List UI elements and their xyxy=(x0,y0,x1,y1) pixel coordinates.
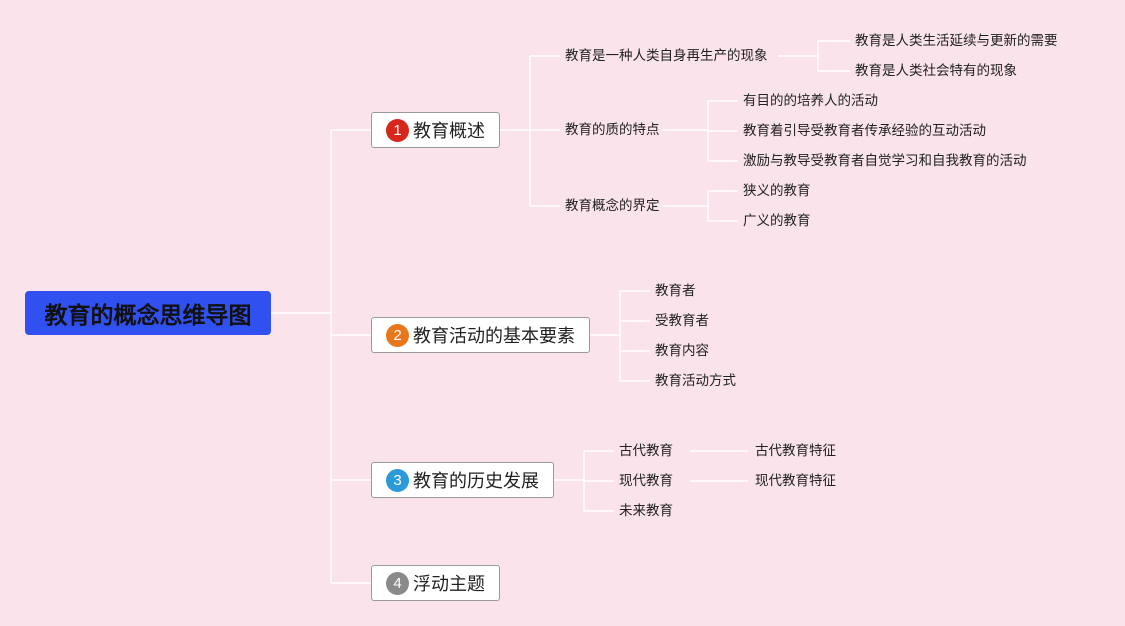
subtopic-3-3[interactable]: 未来教育 xyxy=(619,503,673,519)
subtopic-1-3[interactable]: 教育概念的界定 xyxy=(565,198,660,214)
leaf-1-2-2[interactable]: 教育着引导受教育者传承经验的互动活动 xyxy=(743,123,986,139)
number-badge-4: 4 xyxy=(386,571,409,595)
number-badge-3: 3 xyxy=(386,468,409,492)
leaf-1-2-3[interactable]: 激励与教导受教育者自觉学习和自我教育的活动 xyxy=(743,153,1027,169)
leaf-1-2-1[interactable]: 有目的的培养人的活动 xyxy=(743,93,878,109)
main-topic-3-label: 教育的历史发展 xyxy=(413,471,539,492)
subtopic-1-1[interactable]: 教育是一种人类自身再生产的现象 xyxy=(565,48,768,64)
leaf-3-1-1[interactable]: 古代教育特征 xyxy=(755,443,836,459)
main-topic-1[interactable]: 1 教育概述 xyxy=(371,112,500,148)
subtopic-3-1[interactable]: 古代教育 xyxy=(619,443,673,459)
subtopic-1-2[interactable]: 教育的质的特点 xyxy=(565,122,660,138)
subtopic-3-2[interactable]: 现代教育 xyxy=(619,473,673,489)
root-topic-label: 教育的概念思维导图 xyxy=(44,303,252,329)
main-topic-3[interactable]: 3 教育的历史发展 xyxy=(371,462,554,498)
subtopic-2-4[interactable]: 教育活动方式 xyxy=(655,373,736,389)
number-badge-1: 1 xyxy=(386,118,409,142)
subtopic-2-2[interactable]: 受教育者 xyxy=(655,313,709,329)
main-topic-4[interactable]: 4 浮动主题 xyxy=(371,565,500,601)
leaf-1-1-2[interactable]: 教育是人类社会特有的现象 xyxy=(855,63,1017,79)
main-topic-4-label: 浮动主题 xyxy=(413,574,485,595)
leaf-1-1-1[interactable]: 教育是人类生活延续与更新的需要 xyxy=(855,33,1058,49)
leaf-1-3-1[interactable]: 狭义的教育 xyxy=(743,183,811,199)
leaf-1-3-2[interactable]: 广义的教育 xyxy=(743,213,811,229)
main-topic-1-label: 教育概述 xyxy=(413,121,485,142)
root-topic[interactable]: 教育的概念思维导图 xyxy=(25,291,271,335)
subtopic-2-1[interactable]: 教育者 xyxy=(655,283,696,299)
main-topic-2-label: 教育活动的基本要素 xyxy=(413,326,575,347)
main-topic-2[interactable]: 2 教育活动的基本要素 xyxy=(371,317,590,353)
subtopic-2-3[interactable]: 教育内容 xyxy=(655,343,709,359)
number-badge-2: 2 xyxy=(386,323,409,347)
leaf-3-2-1[interactable]: 现代教育特征 xyxy=(755,473,836,489)
